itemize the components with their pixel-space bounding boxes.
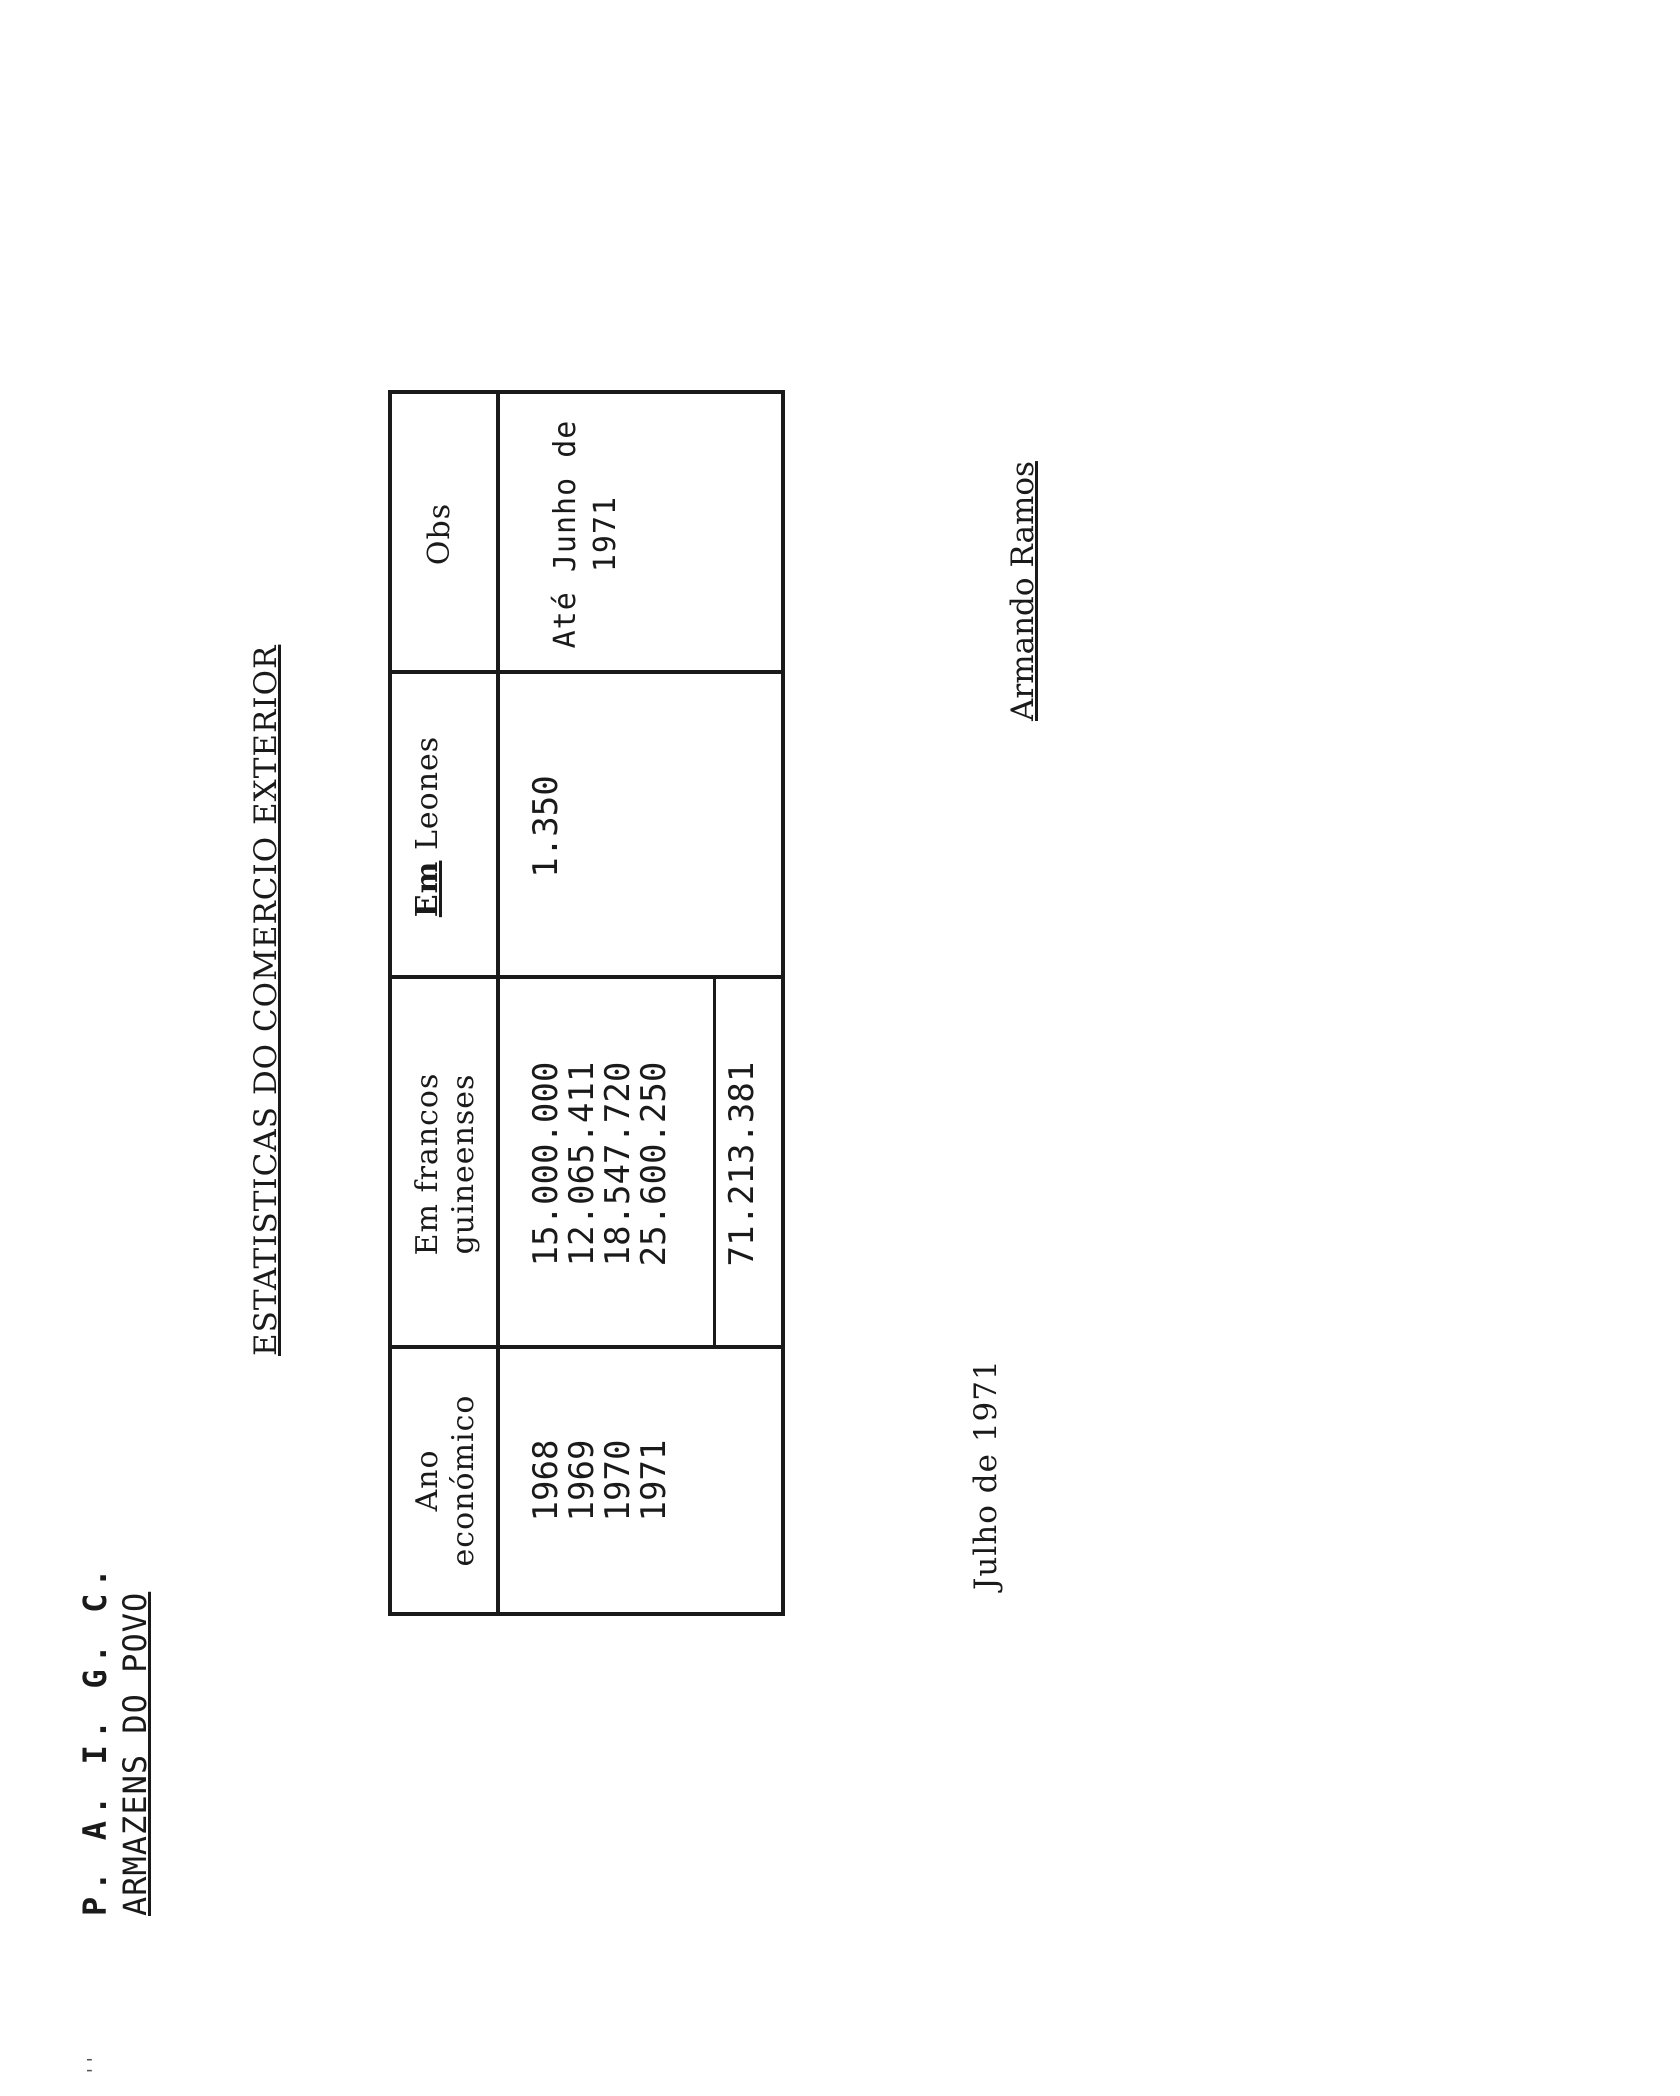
header-year: Ano económico xyxy=(410,1394,481,1567)
francs-value: 15.000.000 xyxy=(526,1061,566,1267)
year-list: 1968 1969 1970 1971 xyxy=(526,1349,674,1612)
year-value: 1968 xyxy=(526,1439,566,1522)
org-unit-name: ARMAZENS DO POVO xyxy=(116,1591,154,1916)
francs-list: 15.000.000 12.065.411 18.547.720 25.600.… xyxy=(526,979,674,1349)
total-divider xyxy=(713,979,716,1349)
year-value: 1971 xyxy=(634,1439,674,1522)
organization-header: P. A. I. G. C. ARMAZENS DO POVO xyxy=(75,1562,155,1916)
header-francs: Em francos guineenses xyxy=(410,1072,481,1256)
year-value: 1969 xyxy=(562,1439,602,1522)
header-leones: Em Leones xyxy=(410,735,445,918)
francs-value: 25.600.250 xyxy=(634,1061,674,1267)
francs-value: 12.065.411 xyxy=(562,1061,602,1267)
francs-total: 71.213.381 xyxy=(722,1061,762,1267)
header-divider xyxy=(496,394,500,1612)
francs-value: 18.547.720 xyxy=(598,1061,638,1267)
org-acronym: P. A. I. G. C. xyxy=(76,1562,114,1916)
signature-name: Armando Ramos xyxy=(1005,461,1041,721)
document-date: Julho de 1971 xyxy=(968,1359,1004,1590)
trade-statistics-table: Ano económico Em francos guineenses Em L… xyxy=(388,390,785,1616)
obs-note: Até Junho de 1971 xyxy=(548,419,623,649)
year-value: 1970 xyxy=(598,1439,638,1522)
document-title: ESTATISTICAS DO COMERCIO EXTERIOR xyxy=(248,644,284,1356)
corner-mark: '' xyxy=(84,2054,105,2076)
leones-value: 1.350 xyxy=(526,775,566,878)
header-obs: Obs xyxy=(422,502,457,566)
